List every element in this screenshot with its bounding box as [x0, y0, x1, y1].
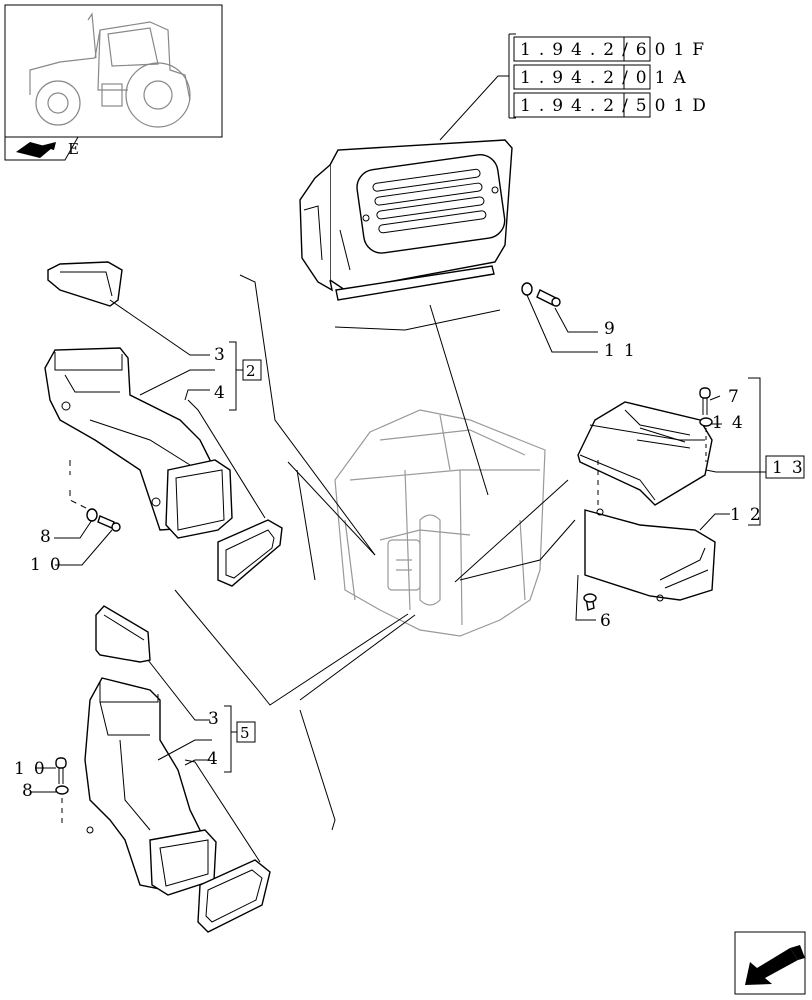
callout-4a[interactable]: 4 — [214, 383, 234, 403]
reference-1: 1.94.2/601F — [520, 40, 712, 60]
lower-duct — [84, 677, 217, 896]
reference-link[interactable]: 1.94.2/501D — [513, 92, 714, 118]
callout-10a[interactable]: 10 — [30, 555, 70, 575]
reference-block: 1.94.2/601F 1.94.2/01A 1.94.2/501D — [439, 33, 714, 141]
callout-5[interactable]: 5 — [240, 724, 250, 742]
reference-link[interactable]: 1.94.2/01A — [513, 64, 694, 90]
screw-6 — [583, 593, 597, 611]
reference-2: 1.94.2/01A — [520, 68, 694, 88]
screw-10b — [55, 757, 69, 795]
callout-6[interactable]: 6 — [600, 611, 620, 631]
callout-2[interactable]: 2 — [246, 362, 256, 380]
callout-10b[interactable]: 10 — [14, 759, 54, 779]
hvac-housing — [299, 139, 513, 301]
reference-link[interactable]: 1.94.2/601F — [513, 36, 712, 62]
callout-8a[interactable]: 8 — [40, 527, 60, 547]
duct-cap-3b — [95, 605, 151, 663]
upper-duct — [44, 347, 233, 539]
duct-cap-3a — [47, 261, 123, 307]
arrow-icon — [745, 945, 805, 985]
bolt-10a — [86, 508, 121, 532]
control-unit — [577, 401, 713, 506]
callout-12[interactable]: 12 — [730, 505, 770, 525]
callout-9[interactable]: 9 — [604, 319, 624, 339]
bolt-9 — [521, 282, 561, 307]
callout-3a[interactable]: 3 — [214, 345, 234, 365]
thumbnail-tag: E — [68, 140, 79, 158]
bracket-12 — [584, 508, 716, 602]
callout-3b[interactable]: 3 — [208, 709, 228, 729]
reference-3: 1.94.2/501D — [520, 96, 714, 116]
callout-8b[interactable]: 8 — [22, 781, 42, 801]
next-page-button[interactable] — [734, 931, 806, 995]
callout-13[interactable]: 13 — [772, 458, 812, 478]
callout-7[interactable]: 7 — [728, 387, 748, 407]
duct-seal-4b — [197, 859, 271, 933]
cab-frame — [334, 409, 546, 637]
tractor-thumbnail[interactable]: E — [4, 4, 223, 161]
callout-11[interactable]: 11 — [604, 341, 644, 361]
callout-14[interactable]: 14 — [712, 413, 752, 433]
tractor-icon — [29, 12, 191, 128]
callout-4b[interactable]: 4 — [207, 749, 227, 769]
book-icon — [16, 142, 56, 158]
duct-seal-4a — [217, 519, 283, 587]
screw-7 — [699, 387, 713, 427]
